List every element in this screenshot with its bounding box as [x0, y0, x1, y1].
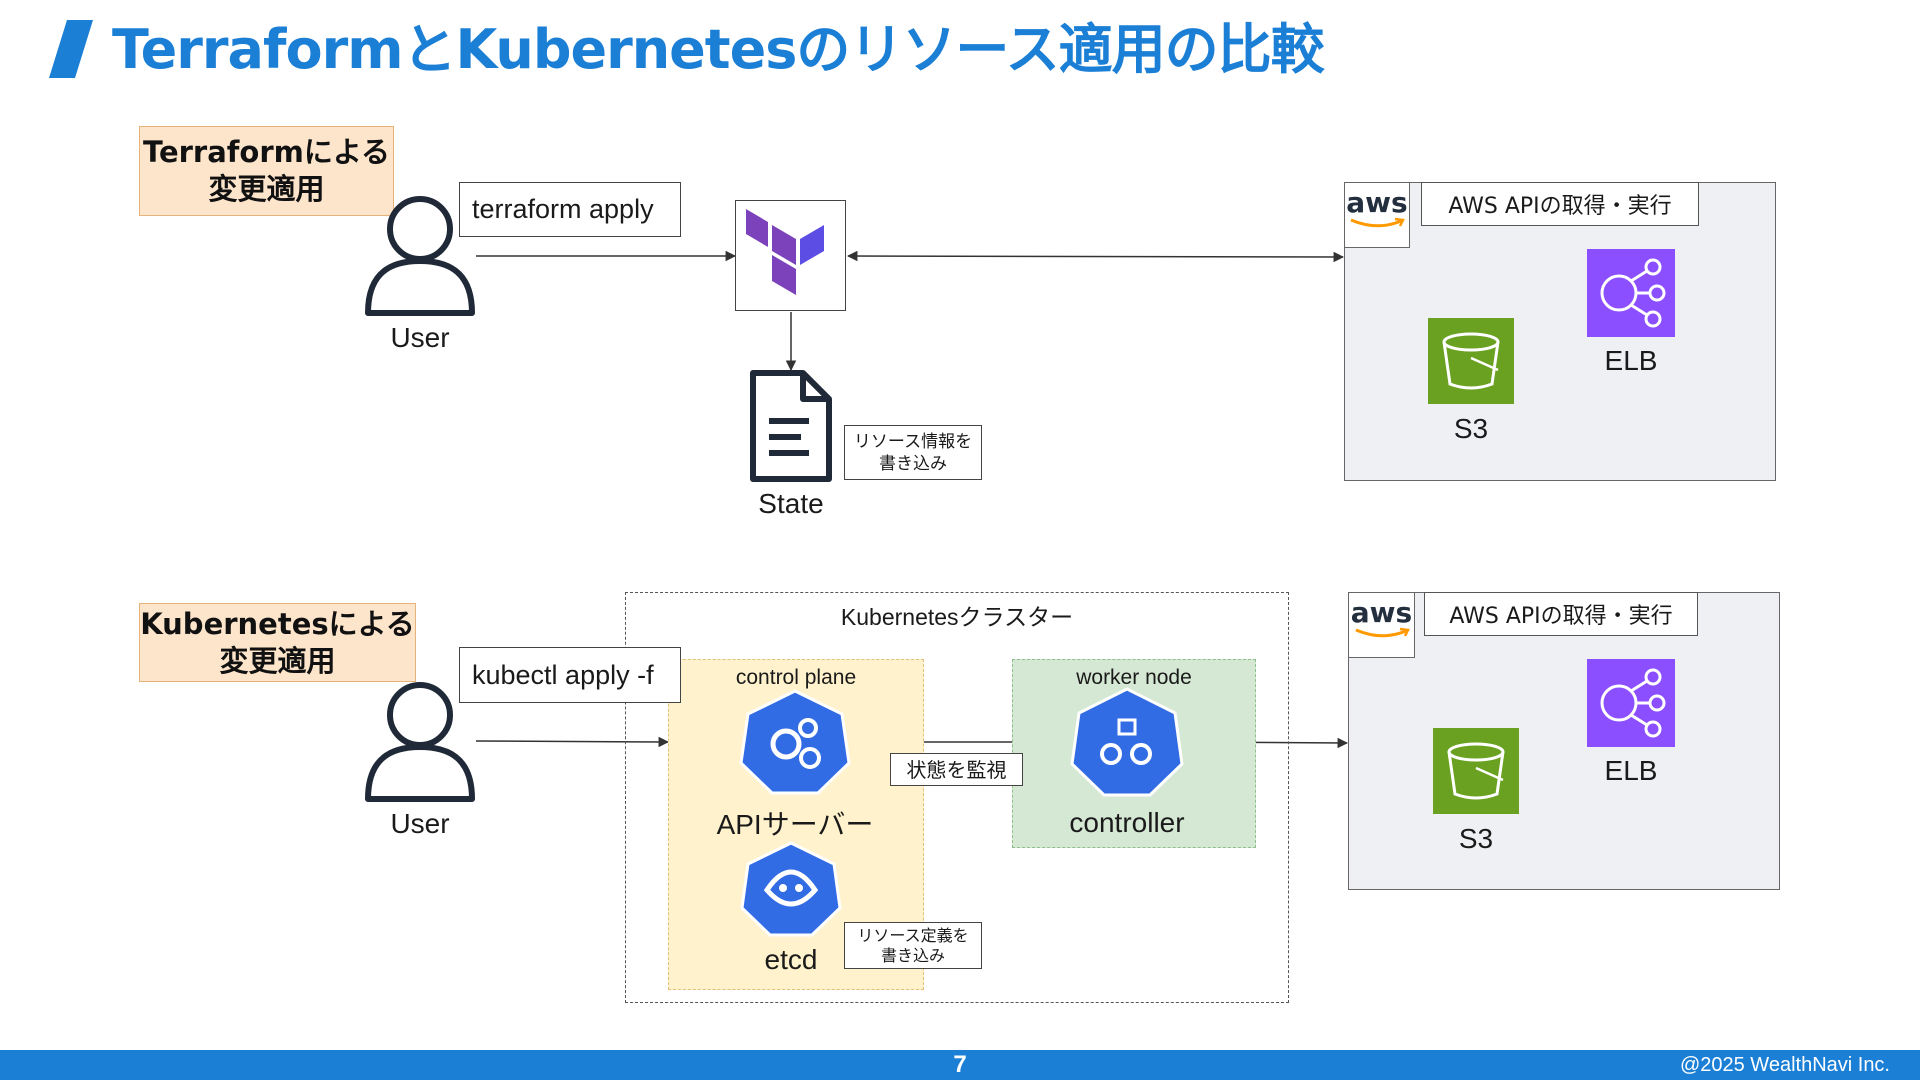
write-resource-info-note: リソース情報を 書き込み: [844, 425, 982, 480]
etcd-icon: [740, 841, 842, 937]
aws-smile-icon: [1354, 627, 1410, 638]
user-icon: [365, 196, 475, 316]
page-title: TerraformとKubernetesのリソース適用の比較: [112, 18, 1325, 81]
state-document-icon: [750, 370, 832, 482]
note-line: 書き込み: [880, 945, 945, 965]
control-plane-label: control plane: [735, 666, 857, 689]
section-label-line: Kubernetesによる: [140, 606, 415, 641]
s3-label: S3: [1458, 823, 1494, 854]
section-label-line: 変更適用: [208, 172, 325, 206]
aws-panel: [1348, 592, 1780, 890]
copyright: @2025 WealthNavi Inc.: [1679, 1054, 1890, 1076]
page-number: 7: [953, 1051, 967, 1078]
aws-panel: [1344, 182, 1776, 481]
note-line: リソース情報を: [853, 431, 973, 452]
aws-api-header: AWS APIの取得・実行: [1421, 182, 1699, 226]
s3-label: S3: [1453, 413, 1489, 444]
controller-label: controller: [1069, 807, 1185, 838]
kubectl-apply-command: kubectl apply -f: [459, 647, 681, 703]
terraform-apply-command: terraform apply: [459, 182, 681, 237]
section-label-line: Terraformによる: [143, 135, 390, 169]
note-line: 書き込み: [879, 453, 947, 474]
footer-bar: [0, 1050, 1920, 1080]
elb-icon: [1600, 258, 1666, 328]
elb-label: ELB: [1604, 345, 1658, 376]
api-server-icon: [739, 689, 851, 795]
watch-state-label: 状態を監視: [890, 753, 1023, 786]
aws-api-header: AWS APIの取得・実行: [1424, 592, 1698, 636]
elb-node: [1587, 249, 1675, 337]
kubernetes-section-label: Kubernetesによる 変更適用: [139, 603, 416, 682]
s3-bucket-icon: [1442, 332, 1500, 390]
terraform-node: [735, 200, 846, 311]
s3-node: [1433, 728, 1519, 814]
aws-logo: aws: [1348, 592, 1415, 658]
title-accent-icon: [49, 20, 93, 78]
etcd-label: etcd: [764, 944, 818, 975]
api-server-label: APIサーバー: [716, 809, 874, 840]
user-label: User: [390, 322, 450, 353]
terraform-logo-icon: [746, 209, 824, 295]
user-icon: [365, 682, 475, 802]
aws-logo: aws: [1344, 182, 1410, 248]
kubernetes-cluster: [625, 592, 1289, 1003]
worker-node-label: worker node: [1076, 666, 1192, 689]
user-label: User: [390, 808, 450, 839]
aws-smile-icon: [1350, 217, 1405, 228]
controller-icon: [1070, 687, 1184, 797]
note-line: リソース定義を: [857, 925, 969, 945]
user-to-apiserver-arrow: [475, 736, 670, 748]
s3-node: [1428, 318, 1514, 404]
s3-bucket-icon: [1447, 742, 1505, 800]
terraform-aws-arrow: [846, 250, 1345, 263]
elb-icon: [1600, 668, 1666, 738]
elb-label: ELB: [1604, 755, 1658, 786]
write-resource-definition-note: リソース定義を 書き込み: [844, 922, 982, 969]
aws-logo-text: aws: [1346, 186, 1408, 219]
aws-logo-text: aws: [1350, 596, 1413, 629]
section-label-line: 変更適用: [219, 643, 336, 678]
elb-node: [1587, 659, 1675, 747]
cluster-label: Kubernetesクラスター: [840, 604, 1074, 630]
terraform-section-label: Terraformによる 変更適用: [139, 126, 394, 216]
state-label: State: [758, 488, 824, 519]
